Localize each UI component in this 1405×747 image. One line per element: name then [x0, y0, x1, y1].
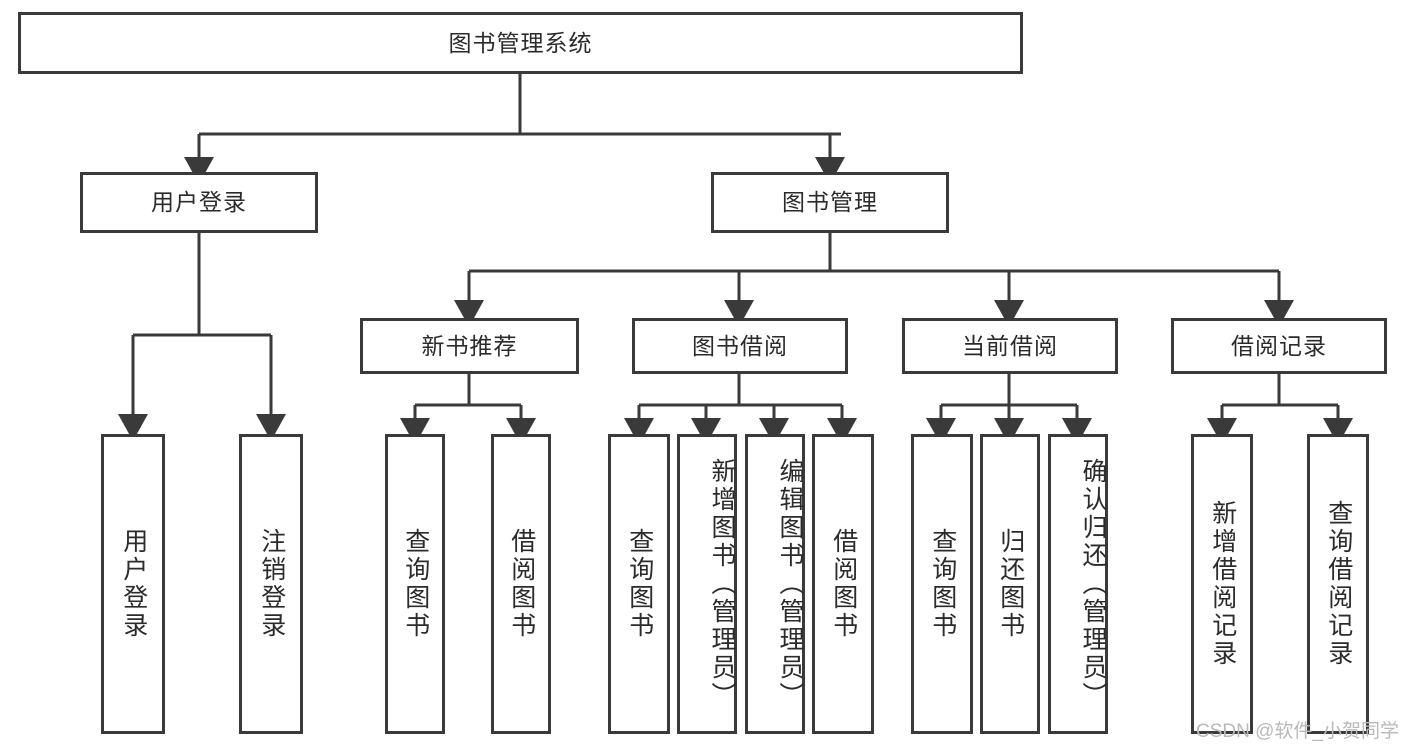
node-book-borrow[interactable]: 图书借阅: [632, 318, 848, 374]
node-leaf-borrow-book-1[interactable]: 借阅图书: [491, 434, 551, 734]
node-borrow-record-label: 借阅记录: [1231, 332, 1327, 359]
node-leaf-add-book[interactable]: 新增图书（管理员）: [677, 434, 737, 734]
node-leaf-edit-book[interactable]: 编辑图书（管理员）: [745, 434, 805, 734]
node-leaf-query-book-1-label: 查询图书: [401, 528, 430, 640]
node-root[interactable]: 图书管理系统: [18, 12, 1023, 74]
node-leaf-query-book-1[interactable]: 查询图书: [385, 434, 445, 734]
node-leaf-return-book[interactable]: 归还图书: [980, 434, 1040, 734]
node-leaf-confirm-return-label: 确认归还（管理员）: [1079, 458, 1107, 710]
node-user-login[interactable]: 用户登录: [80, 172, 318, 233]
node-leaf-add-record-label: 新增借阅记录: [1208, 500, 1237, 668]
node-leaf-query-record-label: 查询借阅记录: [1324, 500, 1353, 668]
node-leaf-edit-book-label: 编辑图书（管理员）: [776, 458, 804, 710]
node-current-borrow-label: 当前借阅: [962, 332, 1058, 359]
node-current-borrow[interactable]: 当前借阅: [902, 318, 1118, 374]
node-leaf-borrow-book-2[interactable]: 借阅图书: [812, 434, 874, 734]
node-leaf-query-book-3[interactable]: 查询图书: [911, 434, 973, 734]
node-root-label: 图书管理系统: [448, 29, 593, 56]
node-leaf-add-book-label: 新增图书（管理员）: [708, 458, 736, 710]
node-leaf-user-login-label: 用户登录: [119, 528, 148, 640]
node-book-borrow-label: 图书借阅: [692, 332, 788, 359]
node-leaf-query-book-2[interactable]: 查询图书: [608, 434, 670, 734]
csdn-watermark: CSDN @软件_小贺同学: [1196, 721, 1399, 742]
node-book-manage[interactable]: 图书管理: [711, 172, 949, 233]
node-book-manage-label: 图书管理: [782, 189, 878, 215]
node-leaf-add-record[interactable]: 新增借阅记录: [1191, 434, 1253, 734]
node-leaf-borrow-book-1-label: 借阅图书: [507, 528, 536, 640]
node-leaf-borrow-book-2-label: 借阅图书: [829, 528, 858, 640]
node-new-book-rec-label: 新书推荐: [421, 332, 518, 359]
node-leaf-query-record[interactable]: 查询借阅记录: [1307, 434, 1369, 734]
node-new-book-rec[interactable]: 新书推荐: [360, 318, 579, 374]
node-borrow-record[interactable]: 借阅记录: [1171, 318, 1387, 374]
node-leaf-logout[interactable]: 注销登录: [239, 434, 303, 734]
node-leaf-query-book-3-label: 查询图书: [928, 528, 957, 640]
node-leaf-return-book-label: 归还图书: [996, 528, 1025, 640]
node-leaf-confirm-return[interactable]: 确认归还（管理员）: [1048, 434, 1108, 734]
node-leaf-logout-label: 注销登录: [257, 528, 286, 640]
node-leaf-user-login[interactable]: 用户登录: [101, 434, 165, 734]
node-user-login-label: 用户登录: [151, 189, 247, 215]
node-leaf-query-book-2-label: 查询图书: [625, 528, 654, 640]
